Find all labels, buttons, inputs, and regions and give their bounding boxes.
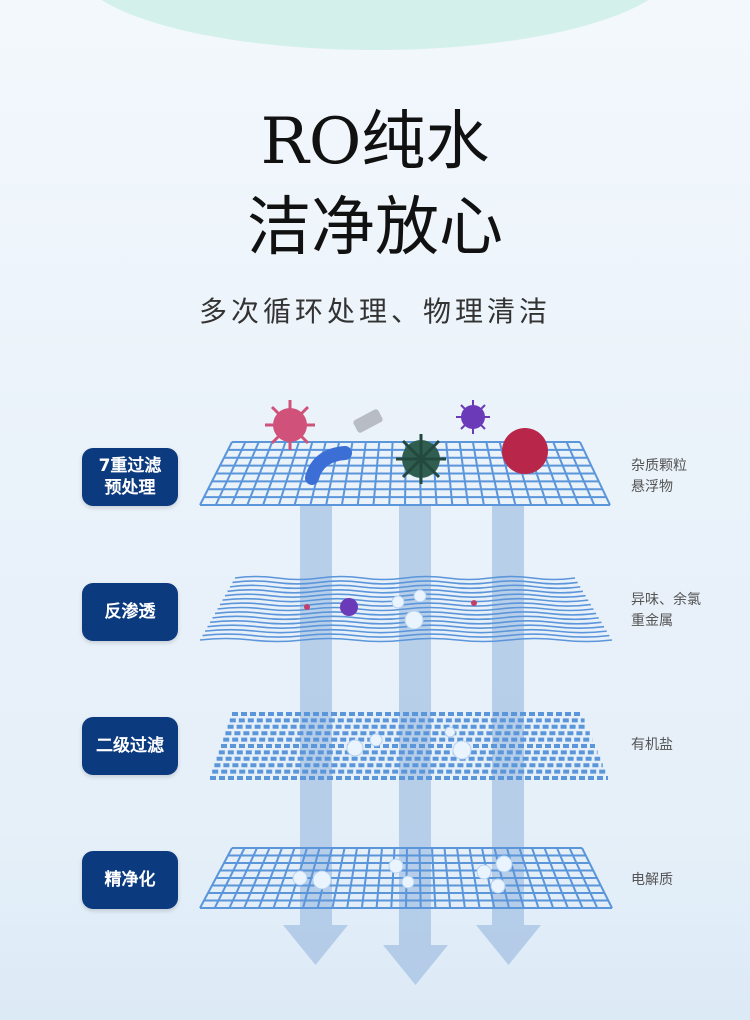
mesh-line	[202, 633, 610, 638]
mesh-line	[232, 580, 578, 585]
particles	[265, 400, 548, 894]
mesh-line	[556, 847, 584, 909]
mesh-line	[431, 847, 437, 909]
mesh-line	[214, 441, 247, 506]
mesh-line	[471, 441, 485, 506]
filter-layer	[199, 847, 613, 909]
mesh-line	[418, 847, 422, 909]
mesh-line	[272, 847, 296, 909]
stage-description: 异味、余氯 重金属	[631, 590, 701, 632]
title-line-2: 洁净放心	[247, 191, 503, 265]
desc-line: 异味、余氯	[631, 592, 701, 608]
mesh-line	[356, 441, 367, 506]
desc-line: 重金属	[631, 613, 673, 629]
mesh-line	[390, 847, 396, 909]
water-bubbles-icon	[292, 589, 513, 894]
mesh-line	[531, 847, 555, 909]
mesh-line	[518, 847, 540, 909]
mesh-line	[552, 441, 580, 506]
stage-badge-pretreatment: 7重过滤 预处理	[82, 448, 178, 506]
pink-virus-icon	[265, 400, 315, 450]
stage-description: 电解质	[631, 870, 673, 891]
mesh-line	[230, 441, 260, 506]
title-line-1: RO纯水	[260, 105, 490, 179]
mesh-line	[468, 847, 481, 909]
mesh-line	[277, 441, 300, 506]
mesh-line	[372, 441, 381, 506]
mesh-line	[213, 847, 246, 909]
mesh-line	[458, 441, 470, 506]
mesh-line	[493, 847, 510, 909]
mesh-line	[234, 575, 576, 581]
mesh-line	[243, 847, 271, 909]
mesh-line	[199, 637, 613, 643]
stage-description: 杂质颗粒 悬浮物	[631, 456, 687, 498]
stage-description: 有机盐	[631, 735, 673, 756]
mesh-line	[360, 847, 371, 909]
mesh-line	[199, 847, 233, 909]
mesh-line	[331, 847, 346, 909]
badge-line: 反渗透	[104, 601, 156, 622]
stage-badge-secondary-filter: 二级过滤	[82, 717, 178, 775]
mesh-line	[207, 624, 605, 630]
arrow-head-icon	[283, 925, 348, 965]
mesh-line	[581, 847, 613, 909]
purple-virus-icon	[456, 400, 490, 434]
mesh-line	[485, 441, 501, 506]
filter-layer	[210, 712, 608, 780]
mesh-line	[199, 441, 233, 506]
dot-particle-icon	[471, 600, 477, 606]
mesh-line	[217, 606, 594, 612]
desc-line: 杂质颗粒	[631, 458, 687, 474]
small-virus-icon	[340, 598, 358, 616]
blue-bacteria-icon	[305, 446, 352, 485]
mesh-line	[456, 847, 466, 909]
mesh-line	[445, 441, 454, 506]
red-cell-icon	[502, 428, 548, 474]
mesh-line	[346, 847, 358, 909]
desc-line: 电解质	[631, 872, 673, 888]
mesh-line	[565, 441, 596, 506]
stage-badge-reverse-osmosis: 反渗透	[82, 583, 178, 641]
subtitle: 多次循环处理、物理清洁	[198, 295, 551, 328]
desc-line: 有机盐	[631, 737, 673, 753]
mesh-line	[224, 593, 586, 599]
metal-bar-icon	[353, 409, 383, 433]
mesh-line	[219, 602, 591, 607]
mesh-line	[204, 628, 607, 634]
arrow-head-icon	[383, 945, 448, 985]
mesh-line	[227, 588, 584, 594]
green-virus-icon	[396, 434, 446, 484]
stage-badge-purification: 精净化	[82, 851, 178, 909]
dot-particle-icon	[304, 604, 310, 610]
badge-line: 7重过滤	[98, 455, 162, 476]
badge-line: 二级过滤	[96, 735, 164, 756]
mesh-line	[257, 847, 283, 909]
mesh-line	[579, 441, 611, 506]
mesh-line	[293, 441, 314, 506]
mesh-line	[222, 597, 589, 603]
arrow-head-icon	[476, 925, 541, 965]
mesh-line	[443, 847, 452, 909]
mesh-line	[229, 584, 581, 590]
mesh-line	[375, 847, 383, 909]
badge-line: 预处理	[104, 478, 156, 498]
desc-line: 悬浮物	[631, 479, 673, 495]
mesh-line	[568, 847, 599, 909]
mesh-line	[246, 441, 274, 506]
filter-layer	[199, 575, 613, 643]
mesh-line	[228, 847, 258, 909]
badge-line: 精净化	[104, 869, 156, 890]
mesh-line	[302, 847, 321, 909]
mesh-line	[214, 611, 597, 616]
mesh-line	[388, 441, 394, 506]
mesh-line	[262, 441, 287, 506]
mesh-line	[543, 847, 569, 909]
